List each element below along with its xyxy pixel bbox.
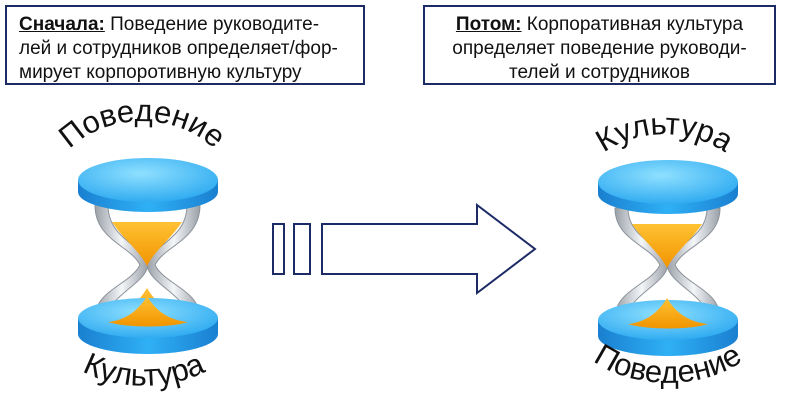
transition-arrow [272,202,537,296]
right-top-label: Культура [590,106,740,159]
after-caption-line-2: определяет поведение руководи- [452,38,747,59]
after-caption-line-1: Потом: Корпоративная культура [437,13,762,37]
right-hourglass: Культура Поведение [589,106,747,390]
right-top-disc [598,160,738,204]
after-caption-lead: Потом: [455,14,522,35]
left-hourglass: Поведение Культура [52,93,232,393]
left-top-label: Поведение [52,93,232,154]
arrow-stripe-1 [272,223,285,275]
after-caption-box: Потом: Корпоративная культура определяет… [423,5,776,85]
before-caption-line-2: лей и сотрудников определяет/фор- [19,38,338,59]
right-bottom-sand-pile [628,298,708,329]
before-caption-line-1: Сначала: Поведение руководите- [19,13,351,37]
left-bottom-sand-pile [108,296,188,327]
before-caption-line-3: мирует корпоротивную культуру [19,62,302,83]
left-top-sand [112,222,182,266]
arrow-body [321,202,537,296]
right-top-label-path: Культура [590,106,740,159]
arrow-stripe-2 [293,223,311,275]
after-caption-line-3: телей и сотрудников [508,62,691,83]
before-caption-lead: Сначала: [19,14,105,35]
after-caption-text-1: Корпоративная культура [521,14,744,35]
right-top-sand [632,224,702,268]
left-top-disc [78,158,218,202]
left-top-label-path: Поведение [52,93,232,154]
before-caption-box: Сначала: Поведение руководите- лей и сот… [5,5,365,85]
before-caption-text-1: Поведение руководите- [104,14,320,35]
